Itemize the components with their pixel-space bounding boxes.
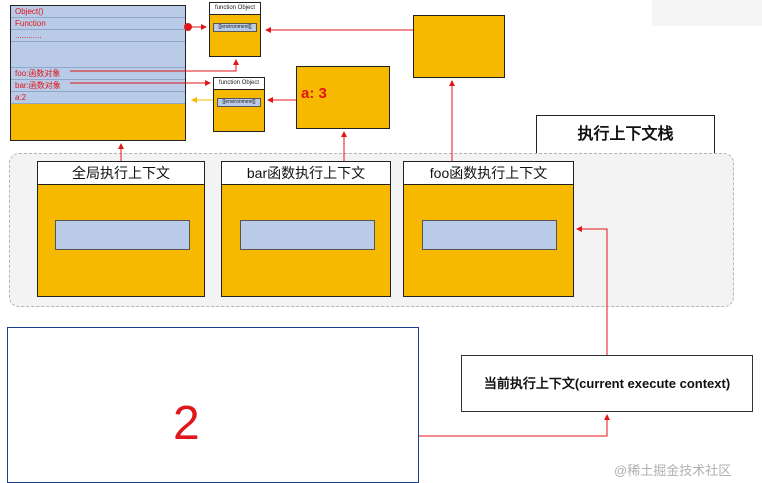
global-context-inner xyxy=(55,220,190,250)
global-execution-context: 全局执行上下文 xyxy=(37,161,205,297)
global-row-function: Function xyxy=(11,18,185,30)
foo-context-inner xyxy=(422,220,557,250)
arrow-code-to-current xyxy=(419,414,610,437)
global-row-object: Object() xyxy=(11,6,185,18)
function-row-dot xyxy=(184,23,192,31)
arrow-foo-to-object xyxy=(70,59,239,72)
function-object-bottom-title: function Object xyxy=(214,78,264,90)
global-row-ellipsis: ............ xyxy=(11,30,185,42)
bar-variable-value: a: 3 xyxy=(301,85,327,102)
foo-execution-context: foo函数执行上下文 xyxy=(403,161,574,297)
global-row-empty xyxy=(11,42,185,68)
global-context-title: 全局执行上下文 xyxy=(38,162,204,185)
current-execution-context-label: 当前执行上下文(current execute context) xyxy=(461,355,753,412)
global-object: Object() Function ............ foo:函数对象 … xyxy=(10,5,186,141)
global-row-a: a:2 xyxy=(11,92,185,104)
bar-variable-object xyxy=(296,66,390,129)
foo-context-title: foo函数执行上下文 xyxy=(404,162,573,185)
function-object-top-title: function Object xyxy=(210,3,260,15)
bar-context-inner xyxy=(240,220,375,250)
function-object-top: function Object [[environment]] xyxy=(209,2,261,57)
foo-variable-object xyxy=(413,15,505,78)
code-box xyxy=(7,327,419,483)
bar-context-title: bar函数执行上下文 xyxy=(222,162,390,185)
function-object-top-env: [[environment]] xyxy=(213,23,257,32)
arrow-current-to-foo xyxy=(576,226,608,355)
function-object-bottom: function Object [[environment]] xyxy=(213,77,265,132)
function-object-bottom-env: [[environment]] xyxy=(217,98,261,107)
code-box-number: 2 xyxy=(173,397,200,450)
watermark: @稀土掘金技术社区 xyxy=(614,463,732,478)
corner-panel xyxy=(652,0,762,26)
bar-execution-context: bar函数执行上下文 xyxy=(221,161,391,297)
